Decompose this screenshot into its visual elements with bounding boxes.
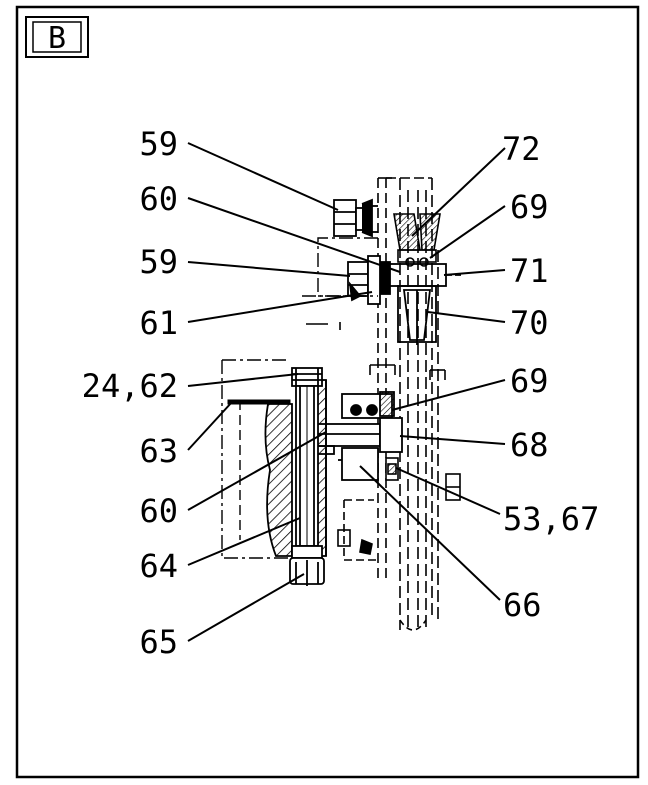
outer-frame: [15, 5, 640, 779]
leader-5367: [395, 467, 501, 515]
mechanical-drawing: [221, 177, 464, 631]
leader-71: [443, 269, 506, 276]
callout-66: 66: [503, 586, 542, 624]
upper-pulley: [393, 213, 441, 267]
callout-68: 68: [510, 426, 549, 464]
leader-70: [427, 311, 506, 323]
leader-72: [411, 147, 506, 237]
left-housing-outline: [221, 359, 292, 559]
panel-label: B: [48, 21, 66, 56]
leader-64: [187, 517, 301, 566]
callout-63: 63: [139, 432, 178, 470]
callout-69-bottom: 69: [510, 362, 549, 400]
leader-68: [399, 435, 506, 445]
callout-60-top: 60: [139, 180, 178, 218]
leader-66: [359, 465, 501, 601]
bolt-59-lower: [347, 255, 381, 305]
leader-63: [187, 401, 233, 451]
leader-59b: [187, 261, 351, 277]
bar-63: [227, 399, 291, 405]
block-66: [338, 447, 379, 481]
callout-69-top: 69: [510, 188, 549, 226]
callout-24-62: 24,62: [82, 367, 178, 405]
callout-59-top: 59: [139, 125, 178, 163]
callout-71: 71: [510, 252, 549, 290]
lower-bearing: [315, 391, 403, 455]
panel-label-box: B: [25, 16, 89, 58]
callout-59-mid: 59: [139, 243, 178, 281]
callout-70: 70: [510, 304, 549, 342]
callout-65: 65: [139, 623, 178, 661]
callout-64: 64: [139, 547, 178, 585]
long-bolt: [289, 367, 325, 586]
leader-60b: [187, 431, 327, 511]
callout-72: 72: [502, 130, 541, 168]
leader-2462: [187, 373, 299, 387]
callout-61: 61: [139, 304, 178, 342]
bolt-59-top: [333, 198, 378, 238]
callout-labels: 59 60 59 61 24,62 63 60 64 65 72 69 71 7…: [82, 125, 600, 661]
small-bracket-53-67: [385, 457, 461, 501]
leader-69b: [391, 379, 506, 411]
callout-53-67: 53,67: [503, 500, 599, 538]
leader-65: [187, 573, 305, 642]
callout-60-bottom: 60: [139, 492, 178, 530]
leader-lines: [187, 142, 506, 642]
leader-61: [187, 291, 373, 323]
leader-69a: [429, 205, 506, 259]
leader-59a: [187, 142, 339, 211]
leader-60a: [187, 197, 401, 273]
lower-fittings: [337, 499, 380, 561]
center-mark: [306, 322, 341, 330]
